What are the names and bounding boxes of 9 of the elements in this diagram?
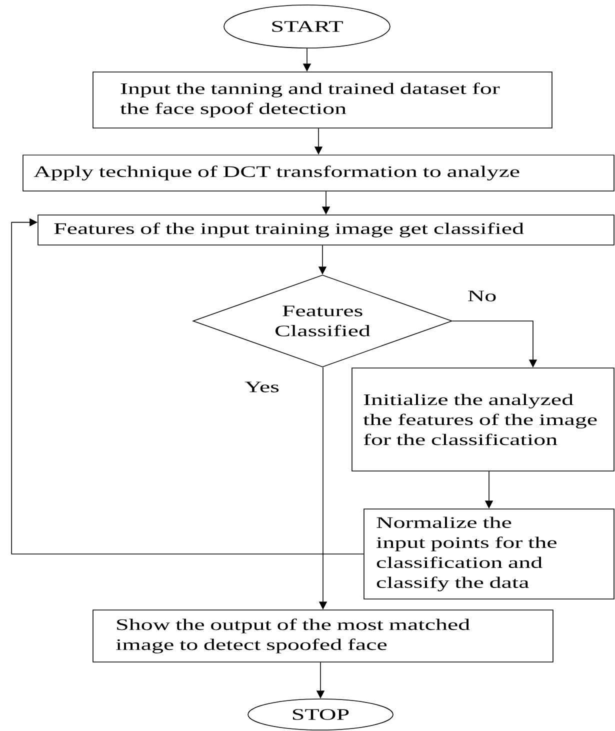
arrow bbox=[11, 218, 364, 554]
process-box: Normalize the input points for the classification and classify the data bbox=[364, 508, 614, 600]
process-box: Input the tanning and trained dataset for the face spoof detection bbox=[92, 72, 552, 128]
process-box: Apply technique of DCT transformation to analyze bbox=[22, 154, 614, 192]
process-box: Initialize the analyzed the features of the image for the classification bbox=[352, 368, 614, 472]
edge-label: No bbox=[466, 290, 498, 302]
process-box: Features of the input training image get classified bbox=[38, 214, 614, 246]
edge-label: Yes bbox=[244, 380, 280, 394]
process-box: Show the output of the most matched image to detect spoofed face bbox=[92, 610, 554, 662]
